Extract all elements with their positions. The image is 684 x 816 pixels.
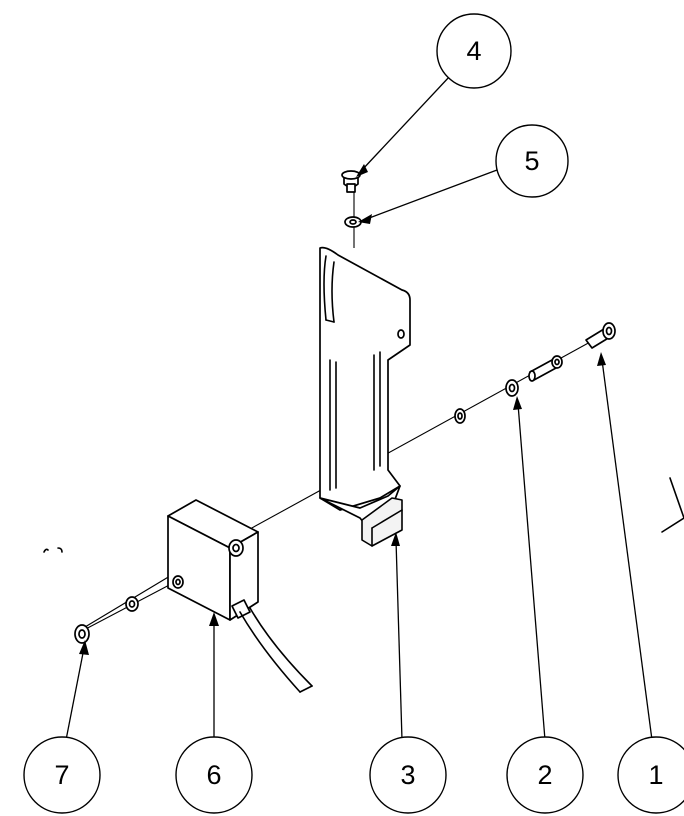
part-7-nut (74, 624, 90, 644)
axis-nut (125, 596, 139, 612)
balloon-6-label: 6 (206, 760, 221, 790)
small-marks (43, 547, 63, 553)
leader-lines (65, 75, 653, 741)
spacer-parts (528, 355, 563, 382)
balloon-7: 7 (23, 736, 101, 814)
balloon-2-label: 2 (537, 760, 552, 790)
balloon-1: 1 (617, 736, 684, 814)
balloon-1-label: 1 (648, 760, 663, 790)
balloon-5-label: 5 (524, 146, 539, 176)
part-3-bracket (319, 246, 411, 547)
axis-washer (454, 408, 466, 424)
balloon-5: 5 (495, 124, 569, 198)
part-1-bolt (585, 322, 616, 349)
edge-feature (661, 477, 684, 533)
part-2-washer (505, 379, 519, 397)
part-6-sensor-box (167, 499, 313, 693)
balloon-4-label: 4 (466, 36, 481, 66)
balloon-4: 4 (436, 13, 512, 89)
balloon-2: 2 (506, 736, 584, 814)
part-5-washer (344, 216, 362, 228)
part-4-screw (341, 170, 361, 193)
balloon-7-label: 7 (54, 760, 69, 790)
balloon-3-label: 3 (400, 760, 415, 790)
balloon-6: 6 (175, 736, 253, 814)
balloon-3: 3 (369, 736, 447, 814)
